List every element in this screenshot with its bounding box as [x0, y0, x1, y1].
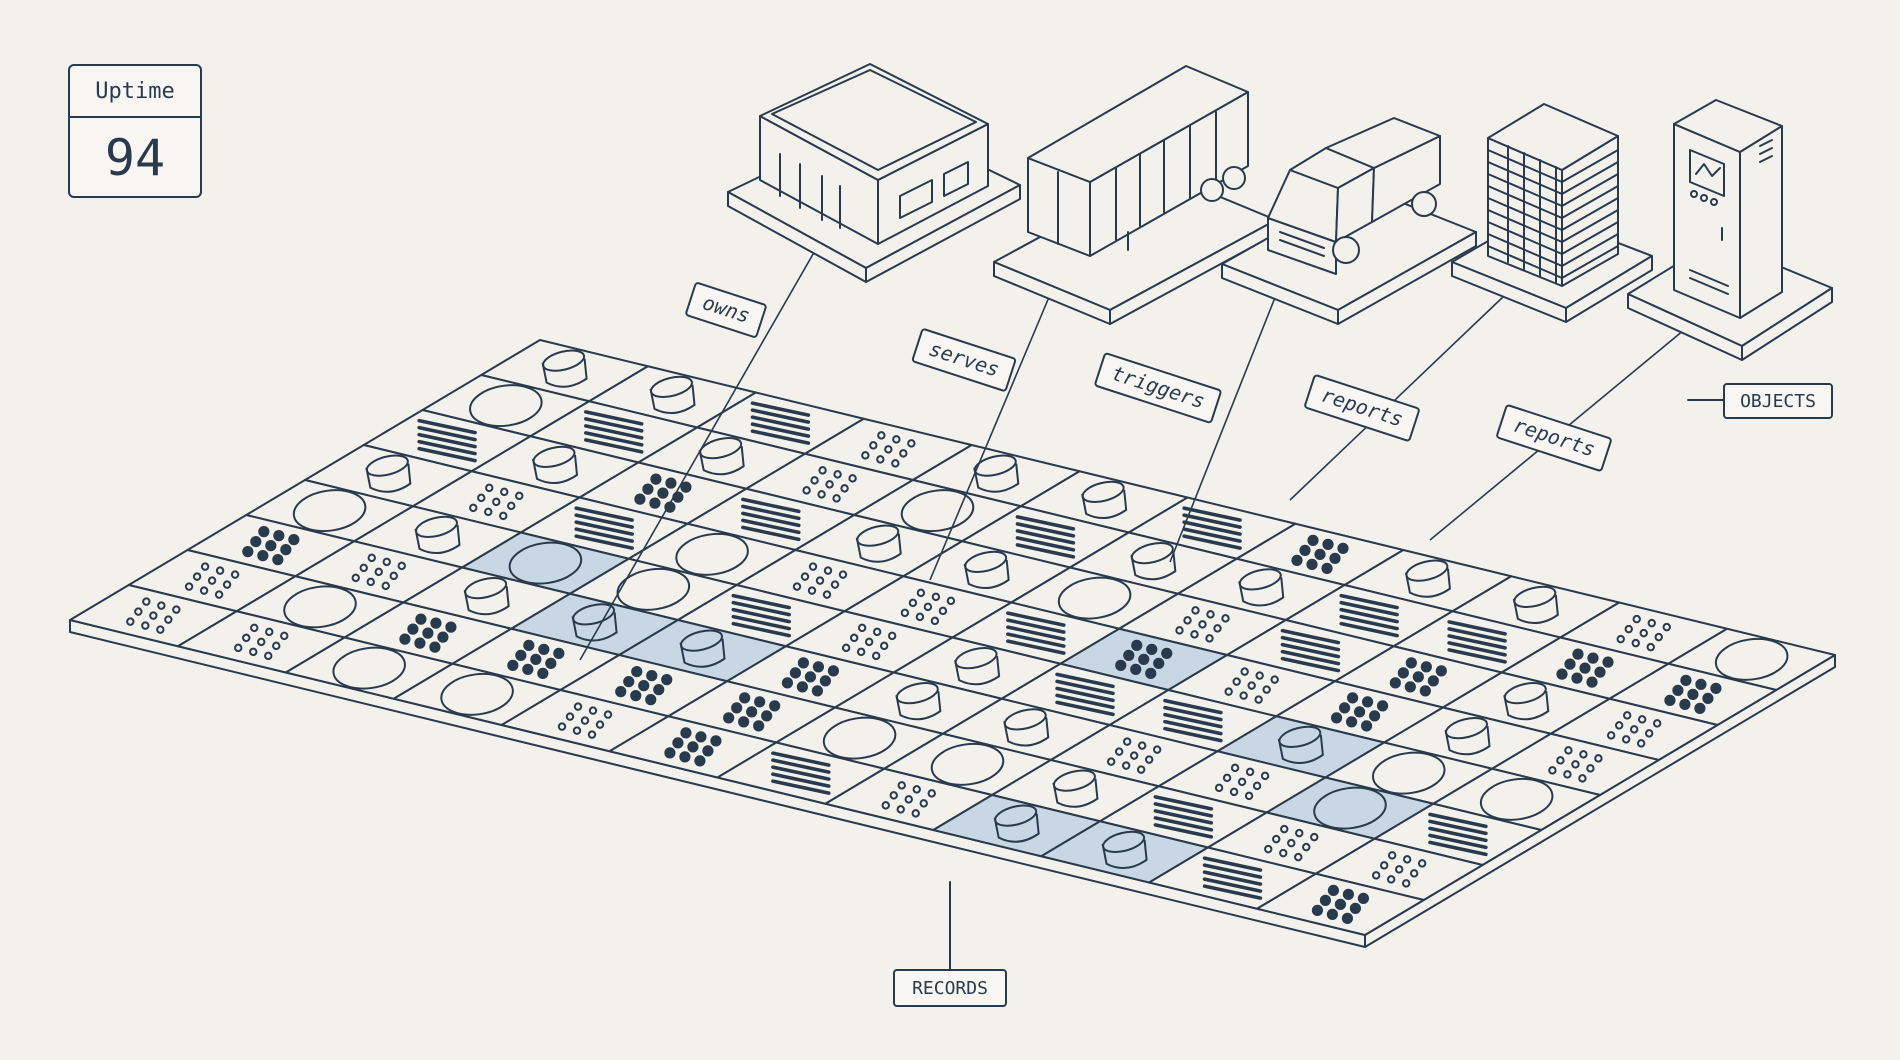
uptime-value: 94 [104, 129, 166, 187]
pallet-slat [1561, 197, 1619, 231]
record-cell [1226, 619, 1395, 683]
pallet-slat [1561, 161, 1619, 195]
records-callout: RECORDS [893, 881, 1007, 1007]
relation-links [579, 241, 1685, 661]
record-cell [735, 549, 905, 613]
record-cell [304, 444, 473, 508]
pallet-slat [1561, 185, 1619, 219]
relation-tag: owns [685, 282, 767, 338]
pallet-slat [1561, 221, 1619, 255]
record-cell [951, 601, 1121, 665]
relation-line [1289, 295, 1505, 501]
record-cell [804, 417, 973, 481]
records-label: RECORDS [912, 978, 988, 999]
objects-callout: OBJECTS [1687, 383, 1833, 419]
record-cell [1284, 584, 1454, 648]
relation-tag: reports [1496, 404, 1612, 472]
objects-label: OBJECTS [1740, 391, 1816, 412]
pallet-slat [1561, 245, 1619, 279]
record-cell [1108, 689, 1278, 753]
record-cell [941, 697, 1111, 761]
record-cell [667, 680, 836, 744]
record-cell [500, 689, 670, 753]
pallet-stack-icon [1451, 103, 1653, 323]
record-cell [1235, 522, 1405, 586]
uptime-card: Uptime 94 [68, 64, 202, 198]
record-cell [559, 654, 729, 718]
relation-tag: triggers [1094, 352, 1222, 424]
record-cell [745, 452, 914, 516]
record-cell [578, 461, 748, 525]
truck-icon [1221, 117, 1477, 325]
record-cell [362, 409, 532, 473]
relation-tag: serves [911, 328, 1017, 392]
pallet-slat [1561, 149, 1619, 183]
record-cell [1256, 872, 1425, 936]
pallet-slat [1561, 233, 1619, 267]
relation-line [579, 241, 821, 661]
record-cell [1500, 636, 1670, 700]
pallet-slat [1561, 209, 1619, 243]
record-cell [1392, 610, 1562, 674]
record-cell [686, 487, 856, 551]
record-cell [1608, 662, 1778, 726]
record-cell [186, 514, 356, 578]
record-cell [1127, 496, 1297, 560]
pallet-slat [1561, 173, 1619, 207]
record-cell [676, 584, 846, 648]
record-cell [1059, 627, 1229, 691]
relation-line [929, 289, 1053, 581]
record-cell [1099, 785, 1268, 849]
building-icon [727, 63, 1021, 283]
records-grid [69, 339, 1836, 948]
server-cabinet-icon [1627, 99, 1833, 361]
trailer-icon [993, 65, 1277, 325]
relation-line [1169, 289, 1279, 563]
record-cell [608, 715, 778, 779]
uptime-label: Uptime [70, 66, 200, 118]
record-cell [1069, 531, 1238, 595]
